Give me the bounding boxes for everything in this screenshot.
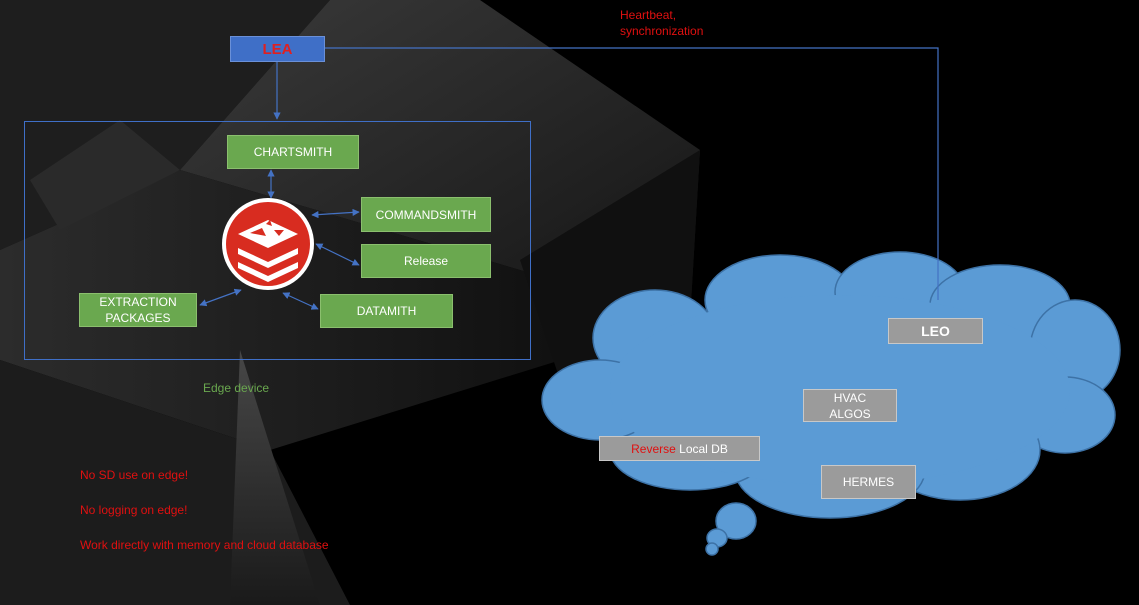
- heartbeat-connector: [325, 47, 939, 300]
- release-node[interactable]: Release: [361, 244, 491, 278]
- hvac-algos-node[interactable]: HVAC ALGOS: [803, 389, 897, 422]
- note-no-logging: No logging on edge!: [80, 503, 188, 517]
- edge-device-frame: [24, 121, 531, 360]
- heartbeat-line1: Heartbeat,: [620, 8, 677, 22]
- hermes-node[interactable]: HERMES: [821, 465, 916, 499]
- hvac-label-line2: ALGOS: [829, 406, 871, 421]
- extraction-packages-node[interactable]: EXTRACTION PACKAGES: [79, 293, 197, 327]
- arrow-release: [315, 243, 360, 266]
- service-arrows: [199, 169, 360, 310]
- redis-logo-icon: [222, 198, 314, 290]
- chartsmith-label: CHARTSMITH: [253, 145, 333, 159]
- hvac-label-line1: HVAC: [833, 390, 867, 405]
- chartsmith-node[interactable]: CHARTSMITH: [227, 135, 359, 169]
- commandsmith-node[interactable]: COMMANDSMITH: [361, 197, 491, 232]
- lea-label: LEA: [262, 40, 293, 58]
- arrow-commandsmith: [311, 208, 360, 219]
- leo-node[interactable]: LEO: [888, 318, 983, 344]
- leo-label: LEO: [921, 323, 950, 339]
- heartbeat-label: Heartbeat, synchronization: [620, 7, 703, 39]
- lea-node[interactable]: LEA: [230, 36, 325, 62]
- extraction-label-line1: EXTRACTION: [99, 295, 177, 309]
- local-db-label: Local DB: [679, 441, 728, 456]
- arrow-extraction: [199, 288, 242, 307]
- background-shapes: [0, 0, 700, 605]
- reverse-word: Reverse: [631, 441, 676, 456]
- arrow-datamith: [282, 292, 319, 310]
- release-label: Release: [403, 254, 449, 268]
- reverse-local-db-node[interactable]: Reverse Local DB: [599, 436, 760, 461]
- datamith-label: DATAMITH: [356, 304, 417, 318]
- heartbeat-line2: synchronization: [620, 24, 704, 38]
- edge-device-label: Edge device: [203, 381, 270, 395]
- note-no-sd: No SD use on edge!: [80, 468, 189, 482]
- extraction-label-line2: PACKAGES: [105, 311, 171, 325]
- hermes-label: HERMES: [842, 475, 895, 489]
- commandsmith-label: COMMANDSMITH: [375, 207, 477, 222]
- datamith-node[interactable]: DATAMITH: [320, 294, 453, 328]
- note-memory-cloud: Work directly with memory and cloud data…: [80, 538, 329, 552]
